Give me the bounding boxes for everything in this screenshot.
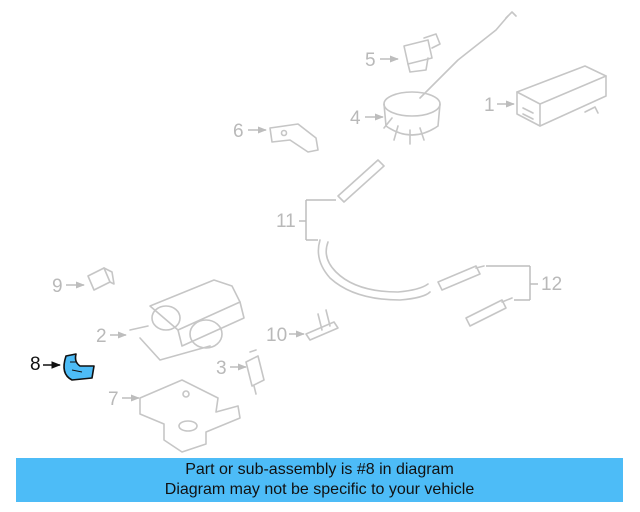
- part-4-vacuum-actuator[interactable]: [383, 91, 441, 145]
- cable-end: [505, 11, 517, 19]
- part-9-plug[interactable]: [87, 267, 115, 291]
- part-3-fitting[interactable]: [245, 349, 265, 395]
- banner-line-1: Part or sub-assembly is #8 in diagram: [185, 461, 454, 478]
- part-11-vacuum-hose[interactable]: [317, 159, 431, 301]
- callout-2[interactable]: 2: [96, 326, 107, 347]
- parts-diagram: 1 5 4 6 11 12 9: [30, 11, 607, 453]
- actuator-cable: [419, 15, 509, 99]
- part-6-bracket[interactable]: [269, 123, 319, 153]
- part-8-hose-elbow[interactable]: [63, 353, 95, 381]
- banner-line-2: Diagram may not be specific to your vehi…: [164, 481, 475, 498]
- callout-12[interactable]: 12: [541, 274, 562, 295]
- part-1-control-module[interactable]: [516, 65, 607, 127]
- callout-3[interactable]: 3: [216, 358, 227, 379]
- part-2-pump-assembly[interactable]: [129, 279, 245, 361]
- callout-7[interactable]: 7: [108, 389, 119, 410]
- callout-11[interactable]: 11: [276, 211, 296, 232]
- info-banner: Part or sub-assembly is #8 in diagram Di…: [16, 458, 623, 502]
- part-5-connector[interactable]: [403, 33, 441, 73]
- callout-4[interactable]: 4: [350, 108, 361, 129]
- part-12-check-valve[interactable]: [437, 265, 513, 327]
- callout-9[interactable]: 9: [52, 276, 63, 297]
- part-7-mounting-bracket[interactable]: [139, 379, 241, 453]
- callout-8[interactable]: 8: [30, 354, 41, 375]
- callout-1[interactable]: 1: [484, 95, 495, 116]
- callout-5[interactable]: 5: [365, 50, 376, 71]
- leader-12: [486, 265, 538, 301]
- part-10-tee-fitting[interactable]: [305, 309, 339, 341]
- callout-6[interactable]: 6: [233, 121, 244, 142]
- leader-11: [299, 199, 336, 241]
- callout-10[interactable]: 10: [266, 325, 287, 346]
